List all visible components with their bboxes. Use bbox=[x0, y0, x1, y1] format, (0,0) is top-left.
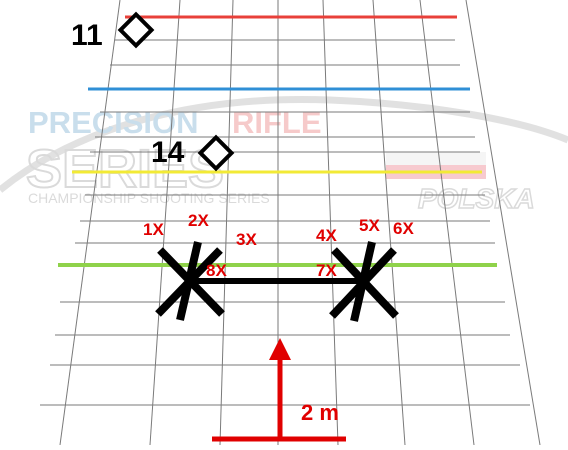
diamond-icon bbox=[197, 134, 235, 172]
grid-vertical-line bbox=[419, 0, 475, 446]
grid-vertical-line bbox=[322, 0, 339, 446]
watermark-tagline: CHAMPIONSHIP SHOOTING SERIES bbox=[28, 190, 270, 206]
station-14: 14 bbox=[151, 134, 235, 172]
grid-vertical-line bbox=[372, 0, 406, 446]
position-labels: 1X 2X 3X 8X 4X 5X 6X 7X bbox=[143, 211, 414, 280]
cross-icon bbox=[329, 241, 399, 322]
position-label: 2X bbox=[188, 211, 209, 230]
grid-vertical-line bbox=[59, 0, 121, 446]
position-label: 1X bbox=[143, 220, 164, 239]
station-label: 11 bbox=[71, 19, 103, 52]
station-11: 11 bbox=[71, 11, 155, 52]
position-label: 8X bbox=[206, 261, 227, 280]
grid-vertical-line bbox=[219, 0, 234, 446]
watermark-word-rifle: RIFLE bbox=[232, 105, 322, 140]
arrow-up-icon bbox=[269, 338, 291, 441]
position-label: 3X bbox=[236, 230, 257, 249]
watermark-country: POLSKA bbox=[418, 183, 535, 214]
position-label: 4X bbox=[316, 226, 337, 245]
diamond-icon bbox=[117, 11, 155, 49]
watermark-word-precision: PRECISION bbox=[28, 105, 199, 140]
watermark-flag-white bbox=[386, 152, 486, 165]
position-label: 6X bbox=[393, 219, 414, 238]
position-label: 5X bbox=[359, 216, 380, 235]
watermark: PRECISION RIFLE SERIES CHAMPIONSHIP SHOO… bbox=[0, 96, 568, 215]
grid-vertical-line bbox=[465, 0, 541, 446]
station-label: 14 bbox=[151, 136, 185, 169]
grid-vertical-line bbox=[149, 0, 181, 446]
watermark-word-series: SERIES bbox=[26, 139, 224, 199]
distance-label: 2 m bbox=[301, 400, 339, 425]
range-grid bbox=[40, 0, 541, 446]
position-label: 7X bbox=[316, 261, 337, 280]
cross-icon bbox=[155, 241, 225, 321]
watermark-swoosh bbox=[0, 96, 568, 193]
